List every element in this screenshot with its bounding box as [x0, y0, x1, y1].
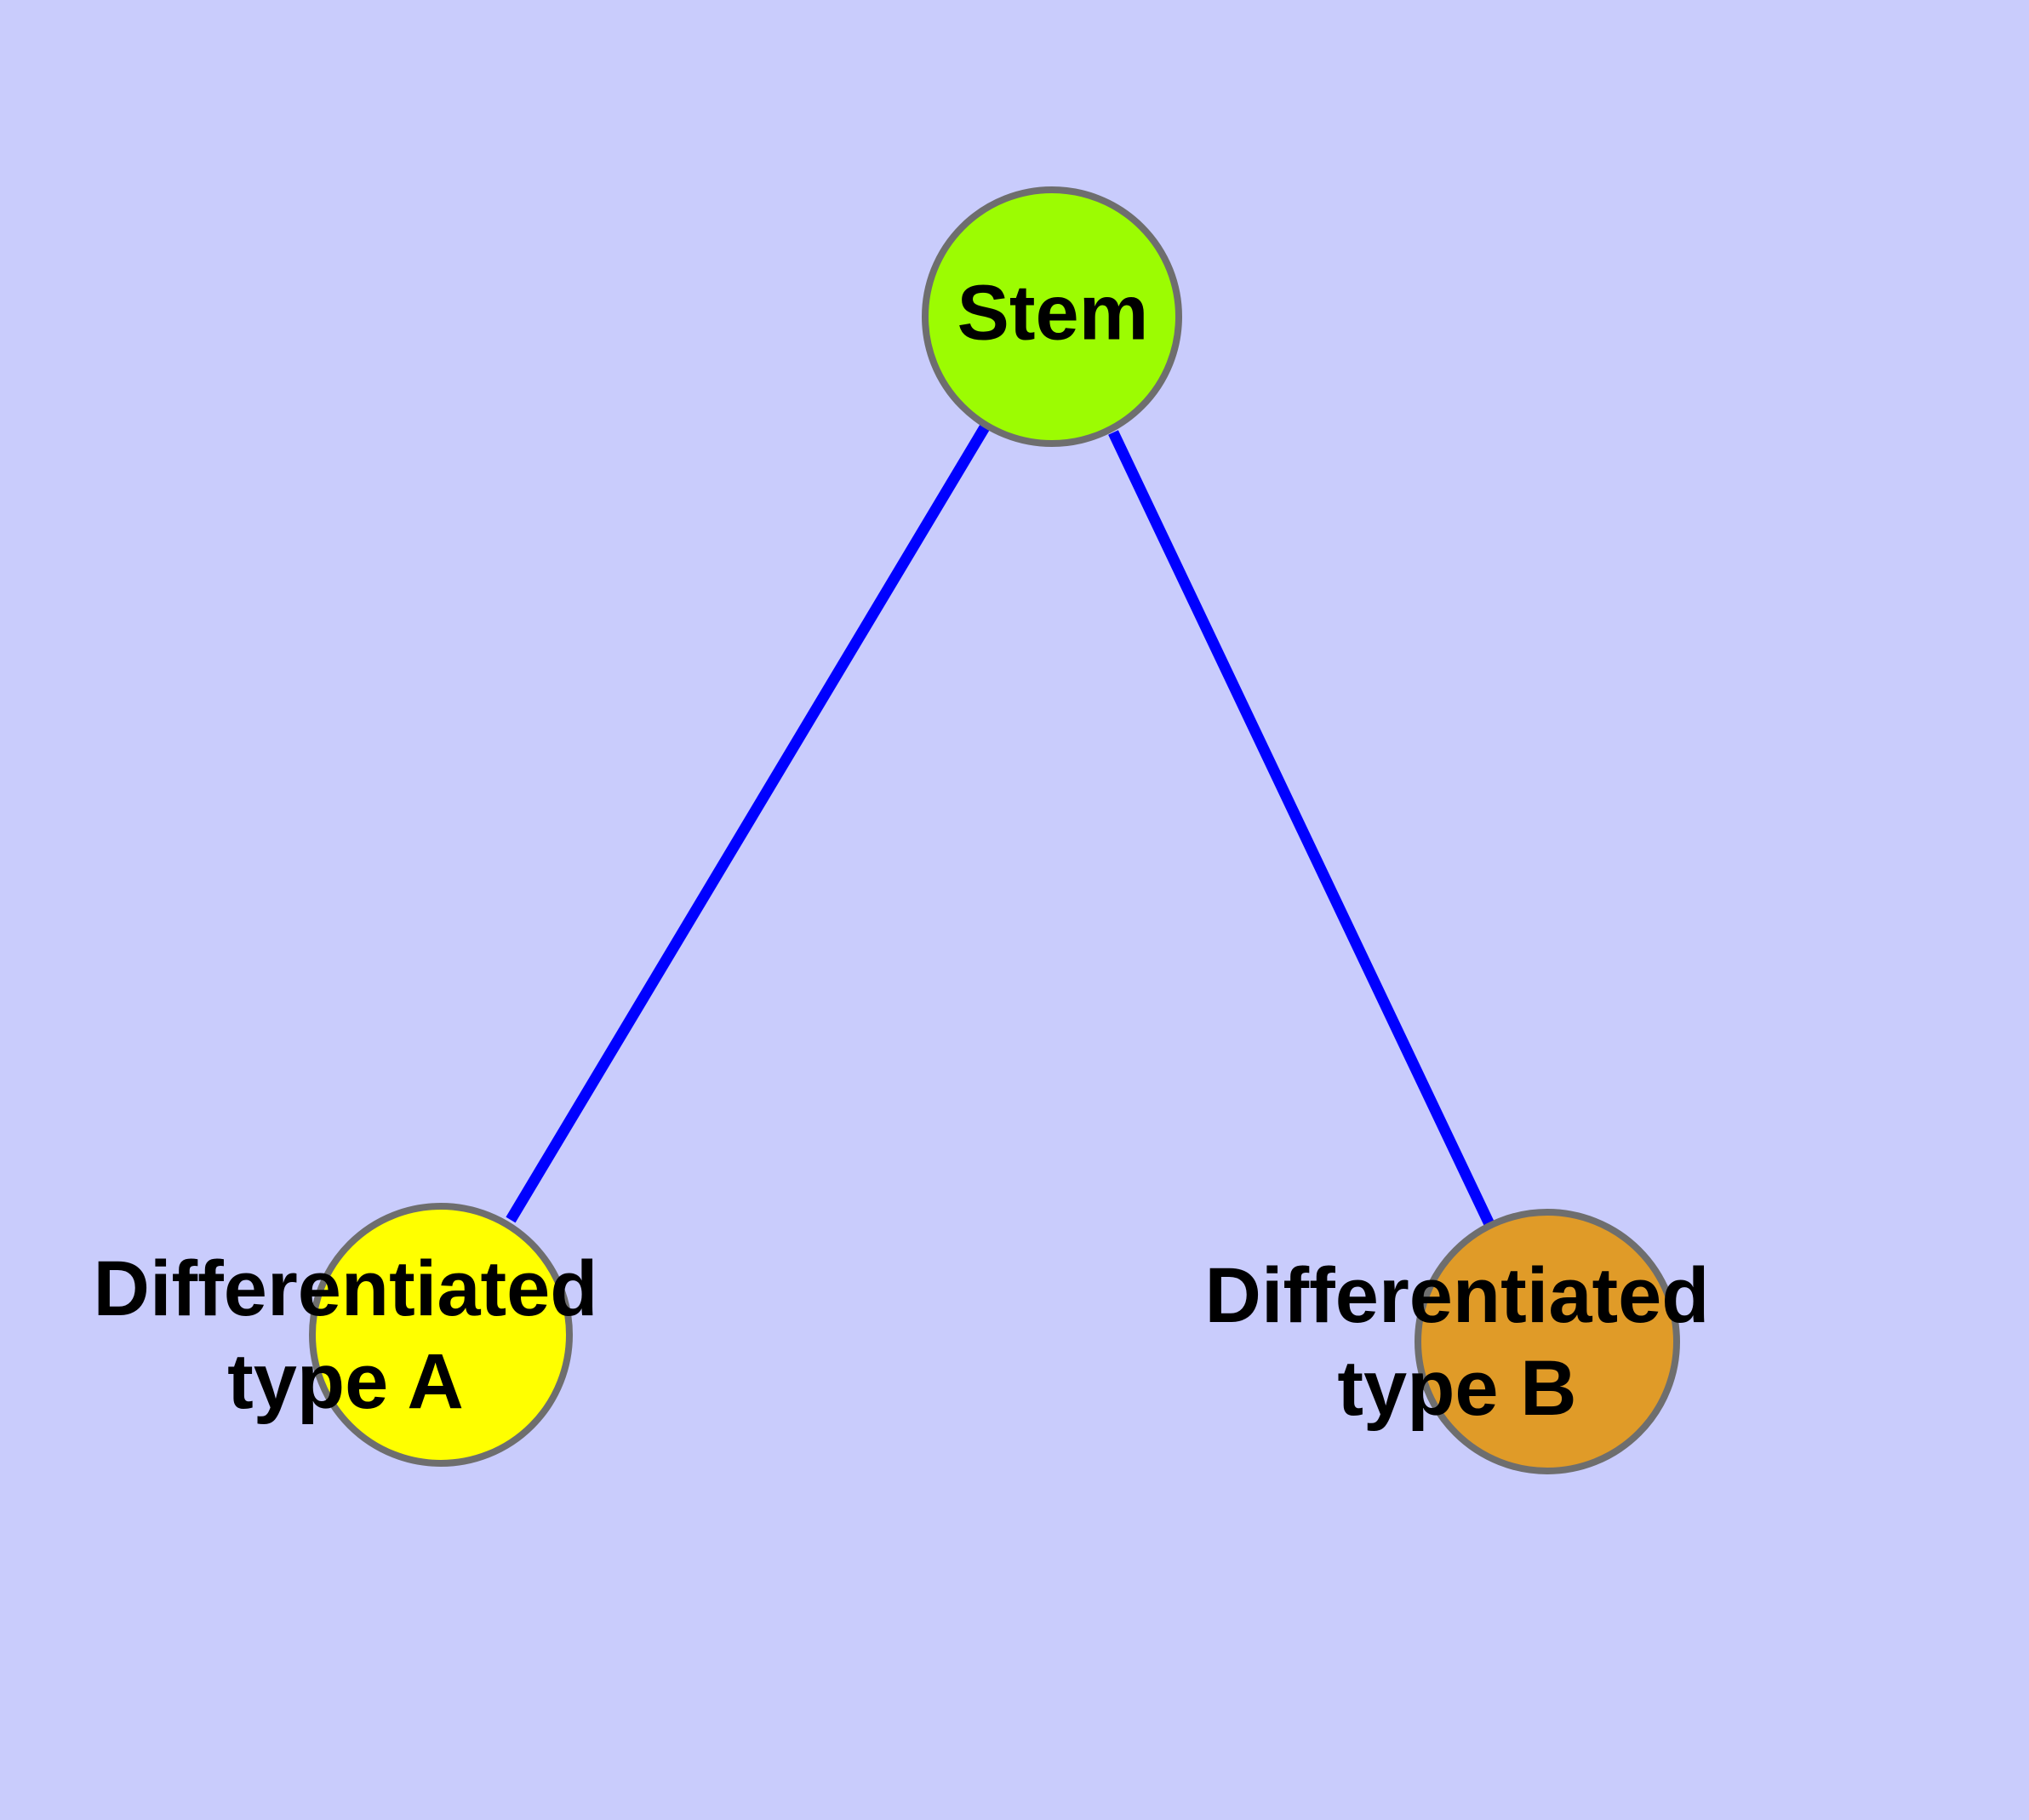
node-diff-type-b-label-line1: Differentiated — [1205, 1252, 1710, 1339]
node-stem-circle[interactable] — [922, 186, 1182, 447]
node-diff-type-a-label-line2: type A — [227, 1338, 464, 1425]
node-diff-type-a[interactable] — [309, 1203, 573, 1467]
edge-stem-to-type-a[interactable] — [506, 424, 990, 1223]
node-stem[interactable] — [922, 186, 1182, 447]
node-diff-type-b-label: Differentiated type B — [1205, 1252, 1710, 1432]
node-diff-type-b[interactable] — [1415, 1209, 1680, 1474]
edge-layer — [506, 424, 1495, 1227]
node-diff-type-b-circle[interactable] — [1415, 1209, 1680, 1474]
edge-stem-to-type-b[interactable] — [1108, 430, 1495, 1227]
node-diff-type-b-label-line2: type B — [1337, 1345, 1576, 1432]
node-stem-label: Stem — [957, 269, 1149, 356]
node-diff-type-a-label-line1: Differentiated — [94, 1245, 598, 1332]
node-diff-type-a-label: Differentiated type A — [94, 1245, 598, 1425]
node-diff-type-a-circle[interactable] — [309, 1203, 573, 1467]
node-layer — [309, 186, 1680, 1474]
node-label-layer: Stem Differentiated type A Differentiate… — [94, 269, 1710, 1432]
